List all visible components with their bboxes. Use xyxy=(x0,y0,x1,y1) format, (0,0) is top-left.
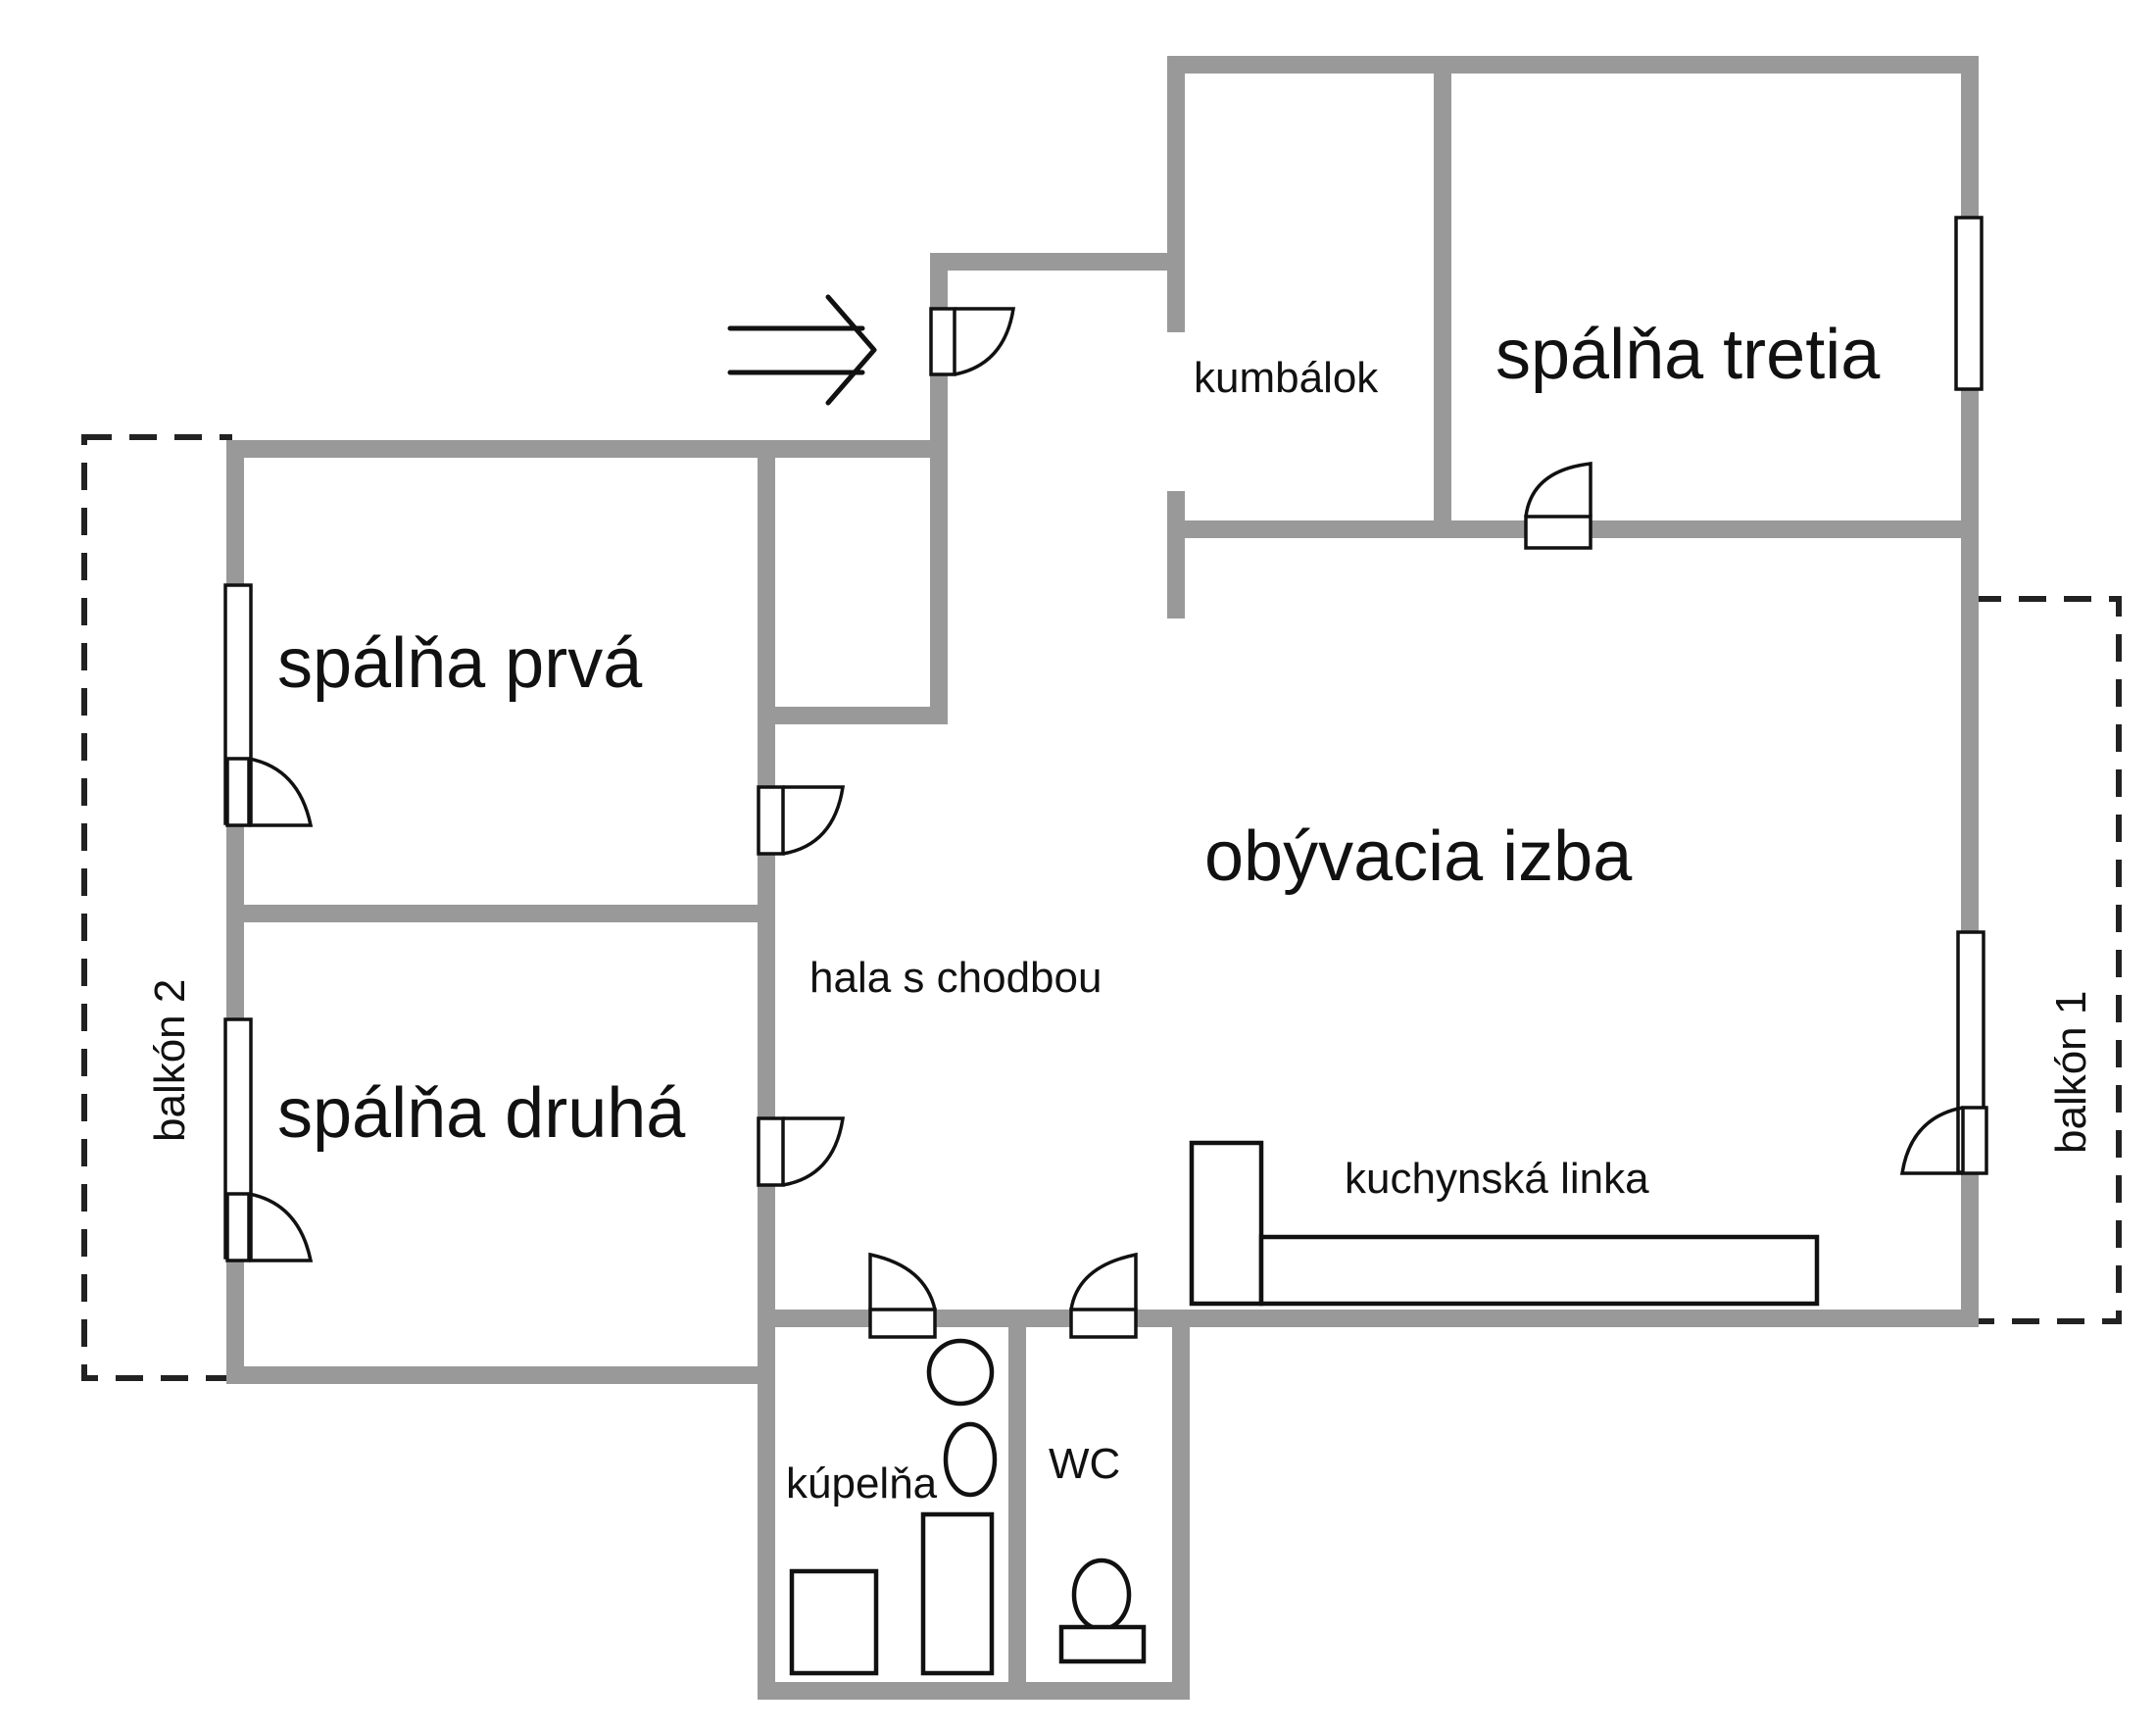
door-bathroom xyxy=(868,1252,937,1339)
door-hall-second-bedroom xyxy=(757,1116,846,1187)
door-balcony-1 xyxy=(1899,1106,1988,1175)
label-balcony-2: balkón 2 xyxy=(146,979,194,1142)
entrance-arrow-icon xyxy=(727,294,877,406)
label-balcony-1: balkón 1 xyxy=(2047,991,2095,1154)
label-storage: kumbálok xyxy=(1194,354,1379,402)
label-hall: hala s chodbou xyxy=(809,954,1102,1002)
door-hall-first-bedroom xyxy=(757,785,846,856)
balcony-2-outline xyxy=(81,434,232,1381)
label-kitchen-counter: kuchynská linka xyxy=(1345,1155,1649,1203)
bathroom-fixtures xyxy=(789,1338,998,1676)
door-first-bedroom xyxy=(225,757,314,827)
bathtub-icon xyxy=(920,1511,995,1676)
label-living-room: obývacia izba xyxy=(1204,817,1633,896)
label-second-bedroom: spálňa druhá xyxy=(277,1074,686,1153)
washbasin-oval-icon xyxy=(943,1421,998,1498)
label-toilet: WC xyxy=(1049,1440,1120,1488)
toilet-fixture-icon xyxy=(1058,1558,1147,1664)
door-toilet xyxy=(1069,1252,1138,1339)
label-third-bedroom: spálňa tretia xyxy=(1495,316,1881,394)
window-third-bedroom xyxy=(1954,216,1984,391)
door-second-bedroom xyxy=(225,1192,314,1262)
door-third-bedroom xyxy=(1524,462,1592,550)
entrance-door xyxy=(929,307,1016,376)
balcony-1-outline xyxy=(1971,596,2122,1324)
kitchen-counter-fixture xyxy=(1189,1140,1820,1307)
washing-machine-icon xyxy=(789,1568,879,1676)
label-bathroom: kúpelňa xyxy=(786,1459,938,1508)
label-first-bedroom: spálňa prvá xyxy=(277,624,643,703)
washbasin-icon xyxy=(926,1338,995,1407)
